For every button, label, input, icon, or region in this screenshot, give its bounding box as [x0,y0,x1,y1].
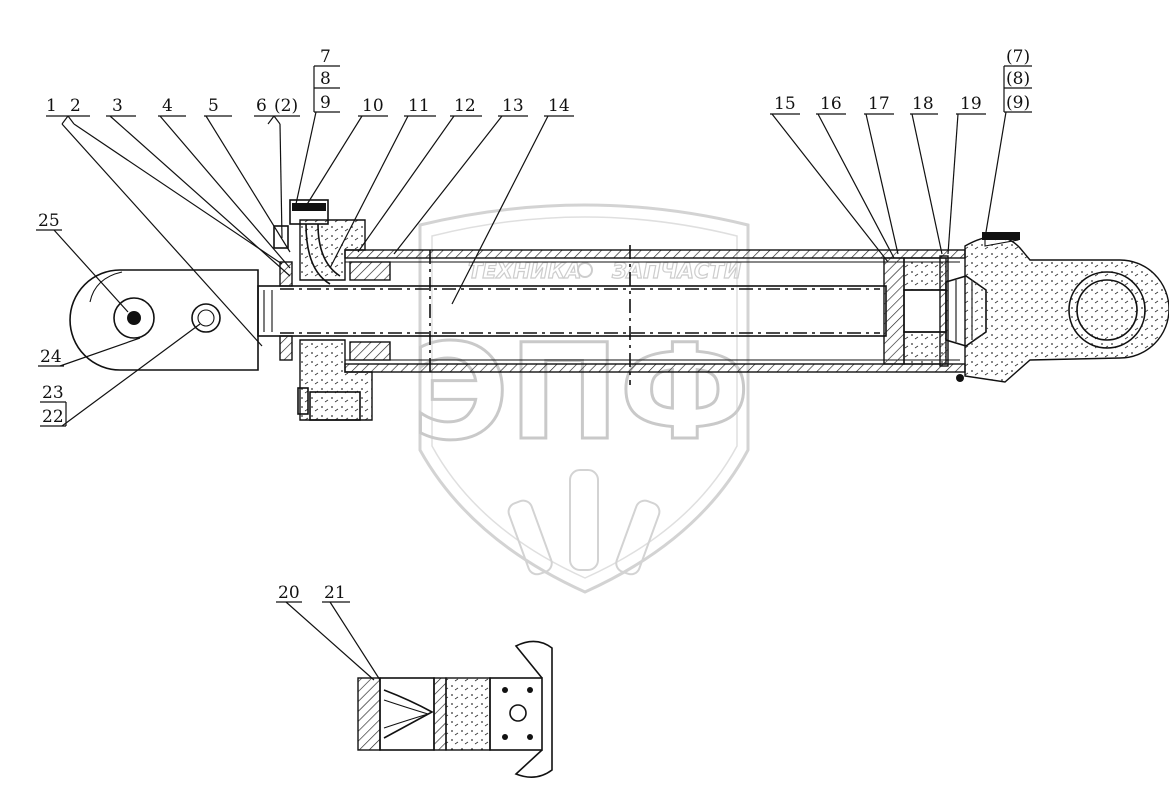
callout-9: 9 [320,93,331,113]
watermark-text-left: ТЕХНИКА [468,259,581,283]
callout-1: 1 [46,96,57,116]
callout-4: 4 [162,96,173,116]
callout-11: 11 [408,96,430,116]
leader-lines [36,65,1032,681]
callout-6: 6 [256,96,267,116]
callout-2: 2 [70,96,81,116]
callout-13: 13 [502,96,524,116]
callout-20: 20 [278,583,300,603]
callout-19: 19 [960,94,982,114]
callout-25: 25 [38,211,60,231]
watermark: ТЕХНИКА ЗАПЧАСТИ ЭПФ [411,203,752,594]
rod-eye-24 [69,269,259,371]
piston-rod-14 [257,285,887,337]
callout-21: 21 [324,583,346,603]
watermark-shield-inner [431,216,738,579]
watermark-text-right: ЗАПЧАСТИ [611,259,742,283]
callout-12: 12 [454,96,476,116]
watermark-shield-outline [418,203,750,594]
callout-23: 23 [42,383,64,403]
callout-18: 18 [912,94,934,114]
callout-8-ref: (8) [1006,69,1030,89]
callout-7-ref: (7) [1006,47,1030,67]
callout-14: 14 [548,96,570,116]
callout-8: 8 [320,69,331,89]
detail-view [357,640,553,778]
callout-5: 5 [208,96,219,116]
watermark-wheat-icon [507,469,661,576]
piston-assembly [883,255,987,367]
watermark-gear-icon [577,262,593,278]
callout-labels: 1 2 3 4 5 6 (2) 7 8 9 10 11 12 13 14 15 … [38,47,1030,603]
callout-24: 24 [40,347,62,367]
callout-3: 3 [112,96,123,116]
callout-9-ref: (9) [1006,93,1030,113]
callout-6-ref-2: (2) [274,96,298,116]
gland-assembly [273,199,391,421]
callout-7: 7 [320,47,331,67]
callout-10: 10 [362,96,384,116]
rear-head-eye [956,232,1169,383]
watermark-logo: ЭПФ [412,316,750,470]
callout-16: 16 [820,94,842,114]
callout-15: 15 [774,94,796,114]
callout-17: 17 [868,94,890,114]
callout-22: 22 [42,407,64,427]
